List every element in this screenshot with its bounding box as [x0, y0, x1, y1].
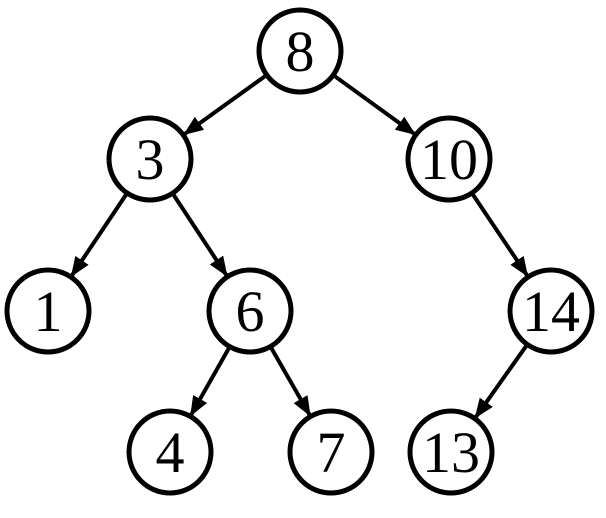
tree-node-4: 4: [126, 408, 214, 496]
node-label-7: 7: [317, 420, 346, 485]
node-circle-7: [287, 408, 375, 496]
edge-3-6: [170, 192, 230, 278]
edge-8-10: [332, 73, 417, 137]
node-circle-1: [4, 267, 92, 355]
node-circle-8: [256, 7, 344, 95]
tree-node-6: 6: [206, 267, 294, 355]
node-circle-14: [507, 267, 595, 355]
edge-3-1: [69, 191, 129, 279]
node-label-3: 3: [136, 127, 165, 192]
node-label-14: 14: [522, 279, 580, 344]
tree-node-13: 13: [407, 408, 495, 496]
node-label-10: 10: [420, 127, 478, 192]
node-circle-6: [206, 267, 294, 355]
edge-8-3: [182, 73, 268, 137]
tree-node-3: 3: [106, 115, 194, 203]
node-circle-4: [126, 408, 214, 496]
node-circle-3: [106, 115, 194, 203]
edge-6-4: [188, 345, 232, 418]
edge-10-14: [470, 191, 530, 279]
tree-node-10: 10: [405, 115, 493, 203]
node-label-6: 6: [236, 279, 265, 344]
tree-node-8: 8: [256, 7, 344, 95]
node-label-8: 8: [286, 19, 315, 84]
edge-14-13: [473, 343, 529, 420]
tree-node-7: 7: [287, 408, 375, 496]
node-circle-10: [405, 115, 493, 203]
edge-6-7: [268, 345, 313, 418]
node-label-13: 13: [422, 420, 480, 485]
tree-node-1: 1: [4, 267, 92, 355]
tree-node-14: 14: [507, 267, 595, 355]
node-circle-13: [407, 408, 495, 496]
node-label-1: 1: [34, 279, 63, 344]
node-label-4: 4: [156, 420, 185, 485]
